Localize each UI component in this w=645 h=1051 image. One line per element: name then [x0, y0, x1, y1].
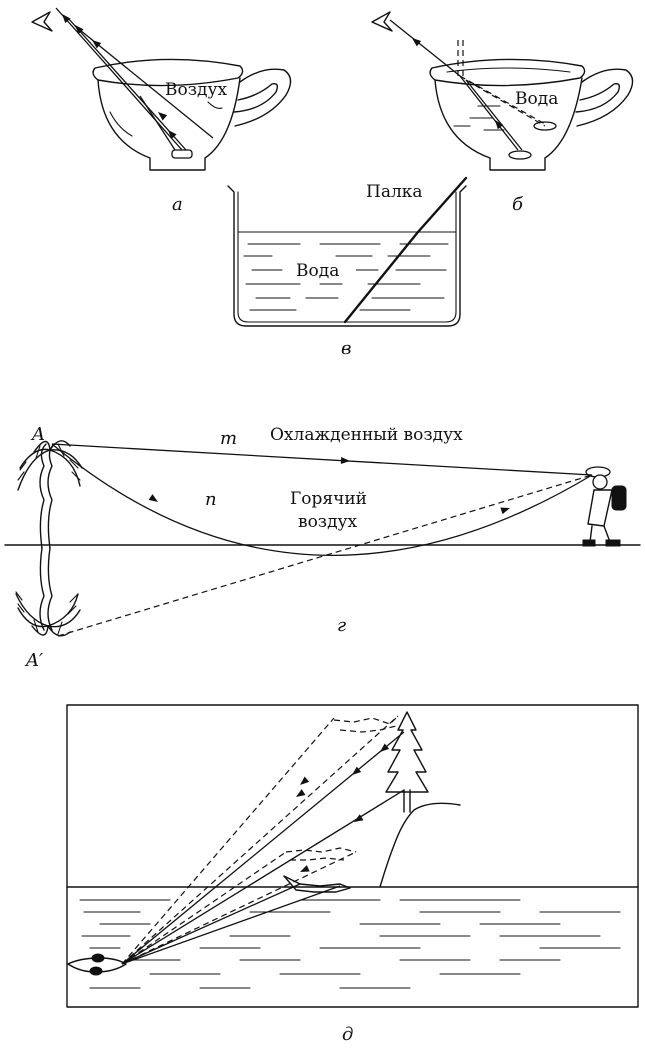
stick-above-water [416, 176, 468, 234]
cup-rim [92, 58, 244, 87]
panel-g-mirage: A A′ m n Охлажденный воздух Горячий возд… [4, 424, 641, 671]
eye-icon [31, 11, 53, 32]
cup-handle [575, 68, 634, 127]
panel-v-stick-in-water: Вода Палка в [227, 176, 468, 359]
cup-handle [233, 68, 292, 127]
traveler-figure [582, 466, 627, 547]
ray [79, 29, 214, 139]
swimmer [283, 875, 351, 893]
panel-a-cup-air: Воздух а [31, 7, 292, 215]
ray [465, 79, 523, 151]
palm-tree [17, 440, 83, 549]
extension-line [459, 75, 546, 125]
ray [67, 17, 187, 151]
panel-b-cup-water: Вода б [371, 11, 634, 215]
panel-caption-a: а [172, 194, 183, 215]
panel-caption-g: г [337, 615, 346, 636]
cup-bowl [97, 77, 241, 171]
apparent-ray [121, 851, 357, 965]
palm-tree-image [15, 547, 81, 637]
medium-label: Вода [515, 89, 558, 109]
apparent-ray [121, 717, 335, 965]
apparent-ray [121, 715, 399, 965]
ray-m [51, 443, 593, 476]
ray [121, 885, 341, 965]
stick-label: Палка [366, 182, 423, 202]
diver [67, 953, 127, 976]
medium-label: Воздух [165, 80, 227, 100]
stick-under-water [343, 230, 420, 324]
ray-m-label: m [220, 428, 237, 449]
ray [121, 789, 405, 965]
point-a-label: A [30, 424, 45, 445]
ray [389, 19, 461, 77]
ray [459, 75, 519, 151]
container-inner [237, 191, 457, 323]
ray-n-label: n [205, 489, 217, 510]
ray [121, 883, 301, 965]
cold-air-label: Охлажденный воздух [270, 425, 463, 445]
eye-icon [371, 11, 393, 32]
ray [139, 95, 176, 151]
apparent-ray [57, 474, 593, 637]
coin [508, 150, 532, 160]
cup-bowl [434, 77, 583, 171]
fir-tree [385, 711, 429, 813]
water-hatching [79, 899, 621, 989]
cup-shading [109, 101, 223, 137]
ray [121, 731, 405, 965]
medium-label: Вода [296, 261, 339, 281]
ray [55, 7, 183, 151]
panel-caption-v: в [341, 338, 351, 359]
point-a-image-label: A′ [24, 650, 43, 671]
hot-air-label: воздух [298, 512, 358, 532]
apparent-ray [121, 851, 287, 965]
shore [379, 802, 461, 888]
ray-n [51, 443, 593, 556]
cup-rim [429, 58, 586, 87]
panel-caption-b: б [512, 194, 524, 215]
water-lines [453, 105, 505, 131]
water-surface [446, 67, 571, 73]
hot-air-label: Горячий [290, 489, 367, 509]
extension-line [465, 79, 546, 127]
tree-image [333, 715, 399, 733]
container [227, 185, 467, 327]
panel-caption-d: д [342, 1024, 353, 1045]
frame [66, 704, 639, 1008]
coin [171, 149, 193, 159]
panel-d-underwater-view: д [66, 704, 639, 1045]
swimmer-image [285, 847, 357, 861]
